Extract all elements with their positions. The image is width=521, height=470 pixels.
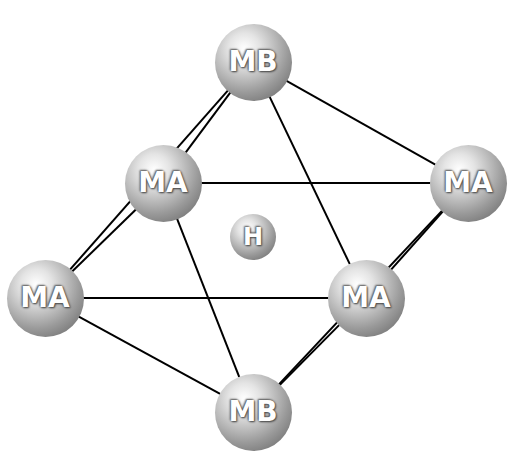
atom-label: MB xyxy=(228,48,277,76)
atom-label: MA xyxy=(138,169,188,197)
bond-line xyxy=(185,92,230,153)
bond-line xyxy=(78,316,220,394)
atom-sphere: MA xyxy=(125,145,202,222)
atom-label: MA xyxy=(341,284,391,312)
bond-line xyxy=(286,80,436,164)
atom-label: MA xyxy=(443,169,493,197)
bond-line xyxy=(201,182,431,184)
bond-line xyxy=(83,297,329,299)
atom-sphere: H xyxy=(230,214,276,260)
atom-sphere: MA xyxy=(7,260,84,337)
bond-line xyxy=(279,325,339,386)
atom-label: MA xyxy=(20,284,70,312)
atom-sphere: MA xyxy=(430,145,507,222)
bond-line xyxy=(72,209,136,272)
atom-label: MB xyxy=(228,398,277,426)
bond-line xyxy=(269,96,350,264)
atom-label: H xyxy=(243,225,263,249)
bond-line xyxy=(70,90,228,270)
atom-sphere: MB xyxy=(215,24,292,101)
atom-sphere: MA xyxy=(328,260,405,337)
bond-line xyxy=(391,211,443,270)
atom-sphere: MB xyxy=(215,374,292,451)
